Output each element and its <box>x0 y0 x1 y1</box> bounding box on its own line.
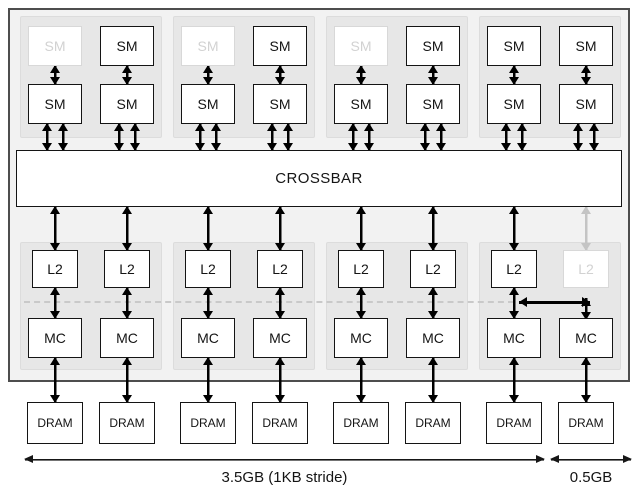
sm-to-crossbar-arrow <box>266 123 278 151</box>
sm-box: SM <box>181 84 235 124</box>
sm-box: SM <box>406 26 460 66</box>
l2-to-mc-arrow <box>274 287 286 319</box>
sm-to-crossbar-arrow <box>282 123 294 151</box>
dram-box: DRAM <box>486 402 542 444</box>
sm-to-sm-arrow <box>49 65 61 85</box>
mc-box: MC <box>334 318 388 358</box>
sm-to-crossbar-arrow <box>363 123 375 151</box>
dram-box: DRAM <box>333 402 389 444</box>
crossbar-to-l2-arrow <box>121 206 133 251</box>
dram-box: DRAM <box>27 402 83 444</box>
small-region-label: 0.5GB <box>569 469 613 486</box>
bridge-to-mc-arrow <box>580 298 592 320</box>
dram-box: DRAM <box>252 402 308 444</box>
crossbar-to-l2-arrow <box>202 206 214 251</box>
sm-box: SM <box>253 26 307 66</box>
dram-box: DRAM <box>180 402 236 444</box>
mc-to-dram-arrow <box>508 357 520 403</box>
dram-box: DRAM <box>558 402 614 444</box>
l2-box: L2 <box>491 250 537 288</box>
l2-box: L2 <box>104 250 150 288</box>
sm-to-crossbar-arrow <box>194 123 206 151</box>
l2-box: L2 <box>32 250 78 288</box>
sm-box: SM <box>100 26 154 66</box>
crossbar-to-l2-arrow <box>508 206 520 251</box>
mc-to-dram-arrow <box>274 357 286 403</box>
l2-mc-bridge-arrow <box>519 297 590 308</box>
sm-box: SM <box>559 26 613 66</box>
l2-to-mc-arrow <box>427 287 439 319</box>
partition-dashed-line <box>24 301 514 303</box>
mc-box: MC <box>28 318 82 358</box>
mc-to-dram-arrow <box>355 357 367 403</box>
sm-to-crossbar-arrow <box>588 123 600 151</box>
mc-box: MC <box>487 318 541 358</box>
sm-to-crossbar-arrow <box>572 123 584 151</box>
l2-box: L2 <box>257 250 303 288</box>
l2-box-disabled: L2 <box>563 250 609 288</box>
sm-to-crossbar-arrow <box>419 123 431 151</box>
large-region-label: 3.5GB (1KB stride) <box>221 469 348 486</box>
crossbar-to-l2-arrow-disabled <box>580 206 592 251</box>
sm-to-crossbar-arrow <box>516 123 528 151</box>
sm-to-crossbar-arrow <box>57 123 69 151</box>
sm-to-crossbar-arrow <box>41 123 53 151</box>
crossbar-to-l2-arrow <box>355 206 367 251</box>
crossbar-to-l2-arrow <box>49 206 61 251</box>
dram-box: DRAM <box>405 402 461 444</box>
sm-box-disabled: SM <box>334 26 388 66</box>
l2-box: L2 <box>410 250 456 288</box>
sm-to-sm-arrow <box>355 65 367 85</box>
sm-to-sm-arrow <box>202 65 214 85</box>
l2-to-mc-arrow <box>202 287 214 319</box>
dram-box: DRAM <box>99 402 155 444</box>
sm-box: SM <box>406 84 460 124</box>
sm-to-sm-arrow <box>580 65 592 85</box>
sm-to-crossbar-arrow <box>129 123 141 151</box>
sm-to-crossbar-arrow <box>435 123 447 151</box>
mc-to-dram-arrow <box>202 357 214 403</box>
sm-to-crossbar-arrow <box>347 123 359 151</box>
sm-box: SM <box>253 84 307 124</box>
l2-to-mc-arrow <box>121 287 133 319</box>
sm-to-crossbar-arrow <box>210 123 222 151</box>
mc-box: MC <box>253 318 307 358</box>
sm-to-crossbar-arrow <box>113 123 125 151</box>
l2-to-mc-arrow <box>508 287 520 319</box>
sm-box-disabled: SM <box>28 26 82 66</box>
crossbar-to-l2-arrow <box>274 206 286 251</box>
sm-box: SM <box>28 84 82 124</box>
mc-box: MC <box>406 318 460 358</box>
crossbar: CROSSBAR <box>16 150 622 207</box>
l2-to-mc-arrow <box>355 287 367 319</box>
sm-to-sm-arrow <box>121 65 133 85</box>
sm-to-sm-arrow <box>274 65 286 85</box>
mc-to-dram-arrow <box>580 357 592 403</box>
sm-box: SM <box>487 84 541 124</box>
sm-box: SM <box>487 26 541 66</box>
mc-box: MC <box>559 318 613 358</box>
mc-box: MC <box>100 318 154 358</box>
sm-to-sm-arrow <box>508 65 520 85</box>
dram-span-arrow-3-5gb <box>24 454 545 465</box>
sm-box: SM <box>559 84 613 124</box>
sm-to-sm-arrow <box>427 65 439 85</box>
sm-box: SM <box>334 84 388 124</box>
l2-box: L2 <box>338 250 384 288</box>
sm-box-disabled: SM <box>181 26 235 66</box>
mc-to-dram-arrow <box>49 357 61 403</box>
sm-box: SM <box>100 84 154 124</box>
mc-to-dram-arrow <box>427 357 439 403</box>
dram-span-arrow-0-5gb <box>550 454 632 465</box>
crossbar-to-l2-arrow <box>427 206 439 251</box>
l2-box: L2 <box>185 250 231 288</box>
sm-to-crossbar-arrow <box>500 123 512 151</box>
l2-to-mc-arrow <box>49 287 61 319</box>
mc-to-dram-arrow <box>121 357 133 403</box>
mc-box: MC <box>181 318 235 358</box>
